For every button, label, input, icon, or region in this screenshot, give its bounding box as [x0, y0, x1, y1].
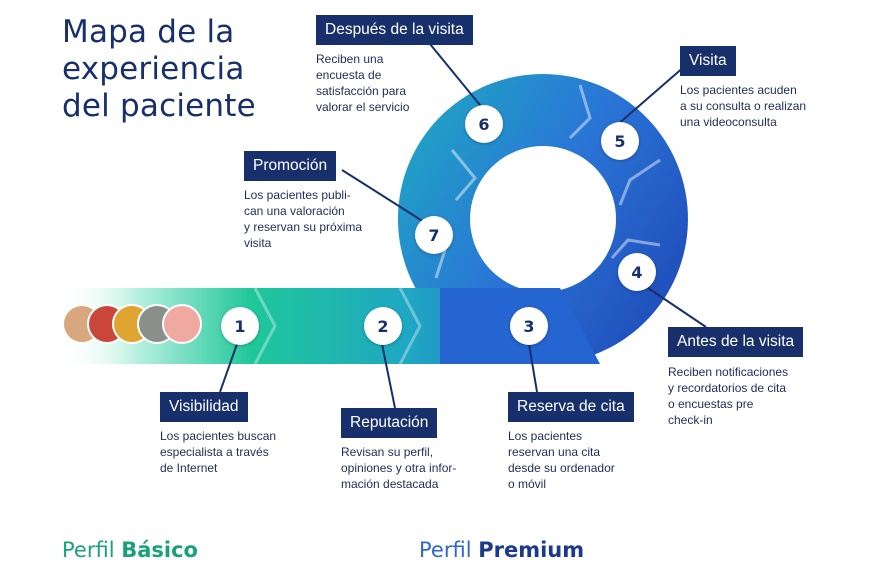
- profile-premium: Perfil Premium: [419, 538, 584, 562]
- step-6-number: 6: [465, 105, 503, 143]
- step-5-label: Visita: [680, 46, 736, 76]
- step-7-description: Los pacientes publi- can una valoración …: [244, 188, 363, 250]
- step-3-label: Reserva de cita: [508, 392, 634, 422]
- patient-avatars: [62, 304, 202, 350]
- step-5-number: 5: [601, 122, 639, 160]
- title-line-3: del paciente: [62, 88, 256, 124]
- step-2-description: Revisan su perfil, opiniones y otra info…: [341, 445, 457, 491]
- step-6-description: Reciben una encuesta de satisfacción par…: [316, 52, 410, 114]
- title-line-1: Mapa de la: [62, 14, 235, 50]
- title-line-2: experiencia: [62, 51, 245, 87]
- step-5-description: Los pacientes acuden a su consulta o rea…: [680, 83, 807, 129]
- step-1-label: Visibilidad: [160, 392, 248, 422]
- step-4-label: Antes de la visita: [668, 327, 804, 357]
- step-4-number: 4: [618, 253, 656, 291]
- patient-elder-woman-avatar: [162, 304, 202, 344]
- connector-lines: [219, 43, 707, 409]
- profile-basic-prefix: Perfil: [62, 538, 122, 562]
- step-7-label: Promoción: [244, 151, 337, 181]
- step-6-label: Después de la visita: [316, 15, 473, 45]
- step-4-description: Reciben notificaciones y recordatorios d…: [668, 365, 789, 427]
- step-3-description: Los pacientes reservan una cita desde su…: [508, 429, 615, 491]
- profile-premium-name: Premium: [478, 538, 585, 562]
- step-7-number: 7: [415, 216, 453, 254]
- step-2-label: Reputación: [341, 408, 438, 438]
- step-1-number: 1: [221, 307, 259, 345]
- page-title: Mapa de la experiencia del paciente: [62, 14, 256, 125]
- step-3-number: 3: [510, 307, 548, 345]
- profile-premium-prefix: Perfil: [419, 538, 479, 562]
- band-chevrons: [253, 287, 422, 365]
- profile-basic: Perfil Básico: [62, 538, 198, 562]
- step-1-description: Los pacientes buscan especialista a trav…: [160, 429, 277, 475]
- step-2-number: 2: [364, 307, 402, 345]
- profile-basic-name: Básico: [121, 538, 198, 562]
